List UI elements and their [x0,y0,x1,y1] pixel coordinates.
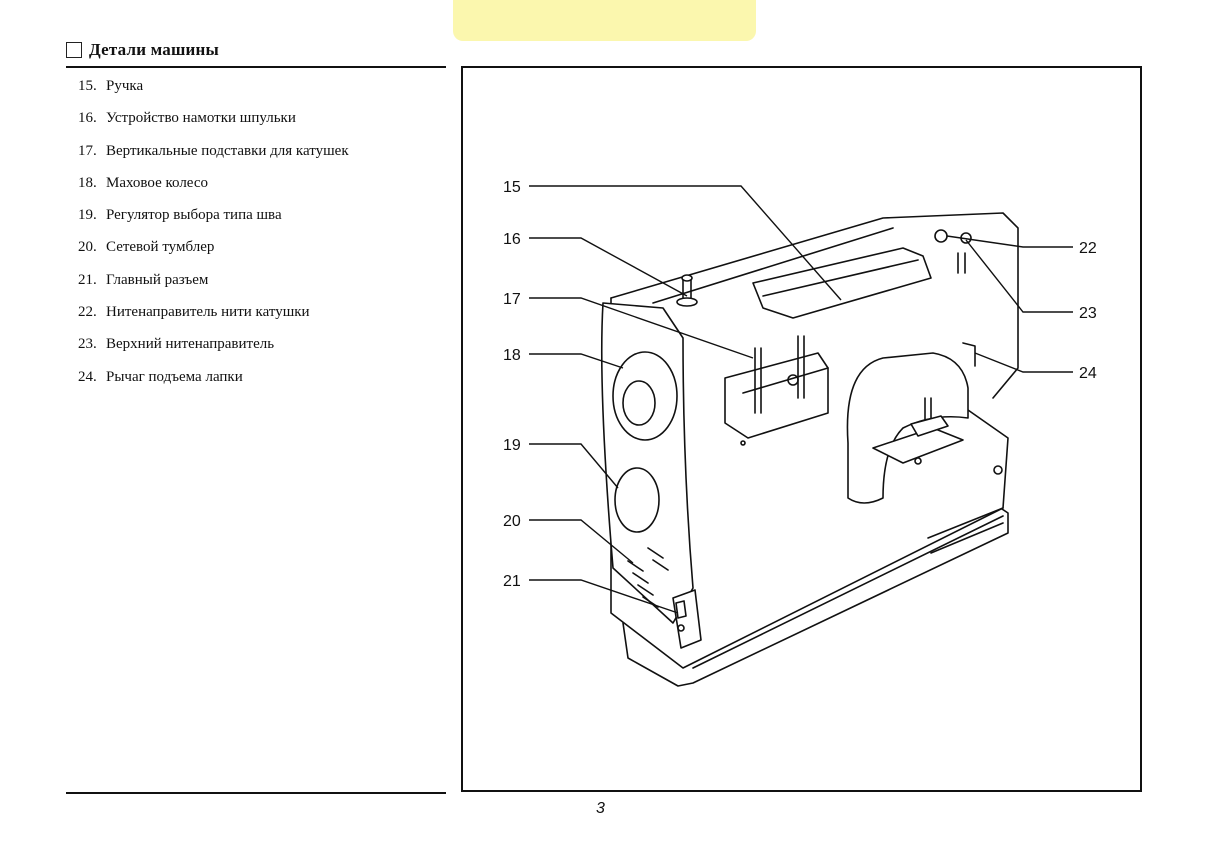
callout-22: 22 [1079,240,1097,257]
main-socket [677,624,685,632]
checkbox-square-icon [66,42,82,58]
leader-line-23 [965,239,1073,313]
callout-24: 24 [1079,365,1097,382]
list-item: 18. Маховое колесо [78,173,349,205]
base-edge-line [692,515,1004,669]
leader-line-15 [529,185,842,301]
handle-ridge [762,259,919,297]
leader-line-24 [974,352,1073,373]
part-number: 23. [78,336,97,353]
list-item: 19. Регулятор выбора типа шва [78,205,349,237]
part-number: 24. [78,368,97,385]
callout-16: 16 [503,231,521,248]
part-label: Нитенаправитель нити катушки [106,304,310,321]
machine-diagram-frame: 15 16 17 18 19 20 21 22 23 24 [461,66,1142,792]
list-item: 15. Ручка [78,76,349,108]
section-title: Детали машины [89,40,220,59]
front-screw [993,465,1003,475]
part-label: Главный разъем [106,271,209,288]
handwheel-inner [622,380,656,426]
list-item: 20. Сетевой тумблер [78,237,349,269]
leader-line-16 [529,237,688,297]
arm-opening [846,352,969,504]
list-item: 22. Нитенаправитель нити катушки [78,302,349,334]
leader-line-21 [529,579,679,614]
callout-18: 18 [503,347,521,364]
part-number: 22. [78,304,97,321]
callout-23: 23 [1079,305,1097,322]
leader-line-17 [529,297,754,359]
callout-21: 21 [503,573,521,590]
thread-guide-post [957,252,966,274]
part-label: Сетевой тумблер [106,239,215,256]
spool-holder-edge [742,367,829,394]
spool-holder-hole [740,440,746,446]
bobbin-winder-shaft [682,279,692,301]
list-item: 24. Рычаг подъема лапки [78,367,349,399]
part-number: 15. [78,78,97,94]
spool-pin-holder [724,352,829,439]
callout-19: 19 [503,437,521,454]
part-number: 18. [78,174,97,191]
accessory-box-edge [927,507,1004,554]
spool-pin-left [754,347,762,414]
section-header: Детали машины [66,40,219,60]
part-number: 20. [78,239,97,256]
part-label: Ручка [106,78,144,94]
part-label: Маховое колесо [106,174,208,191]
plate-screw [914,457,922,465]
callout-17: 17 [503,291,521,308]
part-label: Регулятор выбора типа шва [106,207,282,224]
part-number: 17. [78,142,97,159]
presser-foot-lever [962,342,976,367]
leader-line-18 [529,353,624,369]
presser-foot [910,415,949,437]
stitch-selector-dial [614,467,660,533]
spool-holder-screw [787,374,799,386]
leader-line-20 [529,519,634,564]
leader-line-22 [946,235,1073,248]
leader-line-19 [529,443,619,489]
top-divider [66,66,446,68]
sewing-machine-diagram: 15 16 17 18 19 20 21 22 23 24 [503,179,1097,687]
list-item: 21. Главный разъем [78,270,349,302]
power-switch [675,600,687,619]
part-label: Вертикальные подставки для катушек [106,142,349,159]
part-label: Устройство намотки шпульки [106,110,296,127]
callout-15: 15 [503,179,521,196]
needle-plate [872,427,964,464]
list-item: 16. Устройство намотки шпульки [78,108,349,140]
spool-pin-right [797,335,805,399]
bobbin-winder-top [681,274,693,282]
header-tab-highlight [453,0,756,41]
part-number: 21. [78,271,97,288]
bottom-divider [66,792,446,794]
parts-list: 15. Ручка 16. Устройство намотки шпульки 1… [78,76,349,399]
handle-outline [752,247,932,319]
part-number: 19. [78,207,97,224]
part-number: 16. [78,110,97,127]
callout-20: 20 [503,513,521,530]
part-label: Рычаг подъема лапки [106,368,243,385]
vent-slots [627,547,669,608]
list-item: 23. Верхний нитенаправитель [78,334,349,366]
page-number: 3 [596,800,605,817]
bobbin-winder-base [676,297,698,307]
list-item: 17. Вертикальные подставки для катушек [78,141,349,173]
arm-top-edge [652,227,894,304]
part-label: Верхний нитенаправитель [106,336,275,353]
